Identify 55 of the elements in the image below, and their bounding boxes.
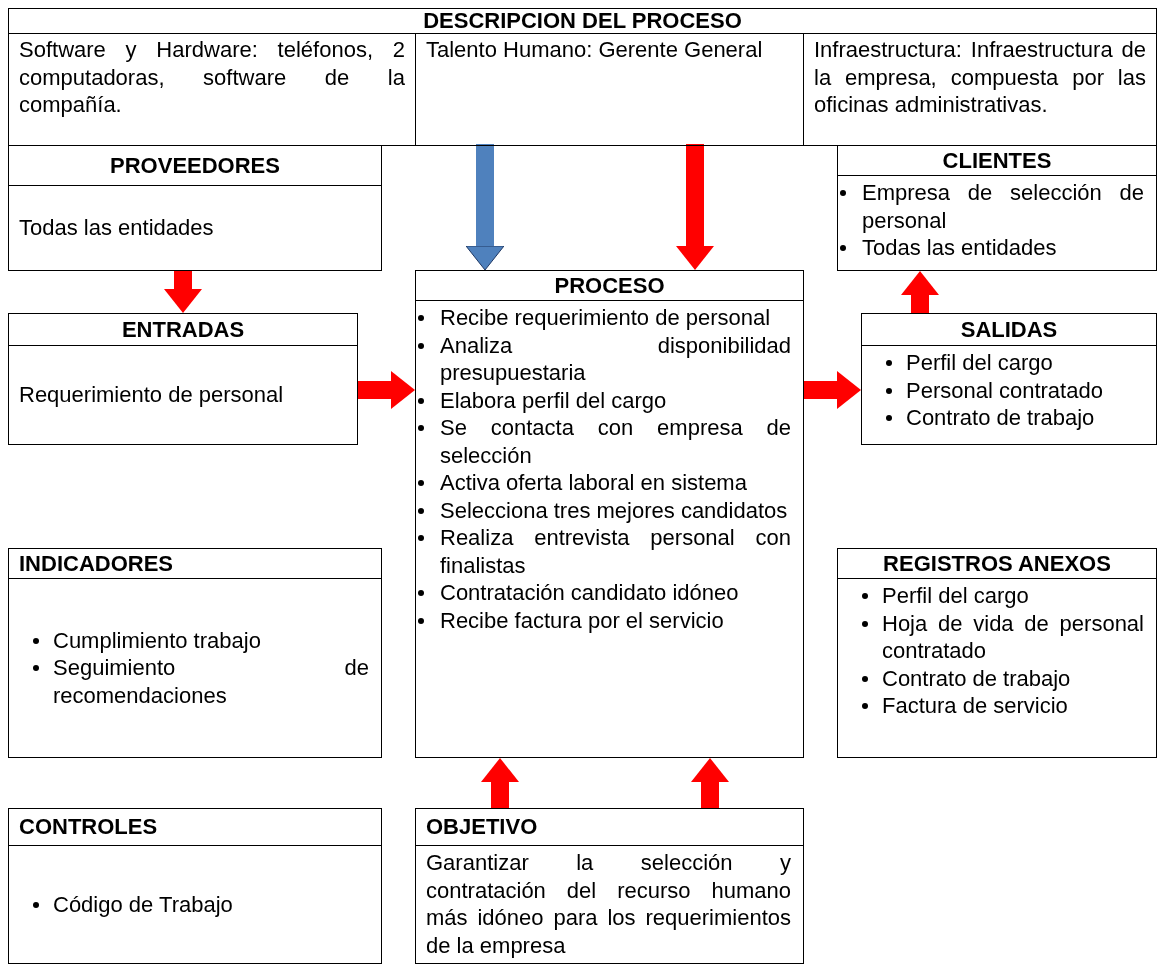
block-arrow [164, 271, 202, 313]
list-item: Contrato de trabajo [882, 664, 1072, 692]
section-box [8, 808, 382, 964]
list-item: Activa oferta laboral en sistema [440, 469, 748, 497]
body-text: Garantizar la selección y contratación del recurso humano más idóneo para los requerimientos de la empresa [426, 849, 791, 959]
section-heading: CLIENTES [838, 146, 1156, 176]
list-item: Todas las entidades [862, 234, 1058, 262]
list-item: Se contacta con empresa de selección [440, 414, 791, 469]
list-item: Perfil del cargo [906, 349, 1054, 377]
section-heading: CONTROLES [9, 809, 381, 846]
block-arrow [901, 271, 939, 313]
section-box [8, 8, 1157, 146]
block-arrow [465, 144, 505, 271]
section-box [8, 548, 382, 758]
block-arrow [691, 758, 729, 808]
body-text: Requerimiento de personal [19, 381, 285, 409]
table-cell: Infraestructura: Infraestructura de la empresa, compuesta por las oficinas administrativas. [804, 33, 1156, 145]
section-box [837, 145, 1157, 271]
section-heading: DESCRIPCION DEL PROCESO [9, 9, 1156, 34]
section-heading: SALIDAS [862, 314, 1156, 346]
list-item: Recibe requerimiento de personal [440, 304, 772, 332]
list-item: Código de Trabajo [53, 890, 234, 919]
list-item: Contratación candidato idóneo [440, 579, 740, 607]
list-item: Cumplimiento trabajo [53, 626, 262, 655]
section-box [415, 808, 804, 964]
section-heading: INDICADORES [9, 549, 381, 579]
list-item: Personal contratado [906, 376, 1104, 404]
section-heading: PROVEEDORES [9, 146, 381, 186]
list-item: Recibe factura por el servicio [440, 606, 725, 634]
list-item: Contrato de trabajo [906, 404, 1096, 432]
section-heading: PROCESO [416, 271, 803, 301]
block-arrow [676, 144, 714, 270]
section-box [415, 270, 804, 758]
section-heading: REGISTROS ANEXOS [838, 549, 1156, 579]
list-item: Seguimiento de recomendaciones [53, 654, 369, 710]
section-heading: ENTRADAS [9, 314, 357, 346]
table-cell: Software y Hardware: teléfonos, 2 computadoras, software de la compañía. [9, 33, 416, 145]
body-text: Todas las entidades [19, 214, 215, 242]
section-box [8, 145, 382, 271]
list-item: Factura de servicio [882, 692, 1069, 720]
list-item: Selecciona tres mejores candidatos [440, 496, 789, 524]
list-item: Perfil del cargo [882, 582, 1030, 610]
section-box [837, 548, 1157, 758]
list-item: Empresa de selección de personal [862, 179, 1144, 234]
list-item: Analiza disponibilidad presupuestaria [440, 331, 791, 387]
list-item: Hoja de vida de personal contratado [882, 609, 1144, 665]
block-arrow [358, 371, 415, 409]
block-arrow [481, 758, 519, 808]
table-cell: Talento Humano: Gerente General [416, 33, 804, 145]
section-box [861, 313, 1157, 445]
section-box [8, 313, 358, 445]
block-arrow [804, 371, 861, 409]
list-item: Realiza entrevista personal con finalistas [440, 524, 791, 579]
section-heading: OBJETIVO [416, 809, 803, 846]
list-item: Elabora perfil del cargo [440, 386, 668, 414]
